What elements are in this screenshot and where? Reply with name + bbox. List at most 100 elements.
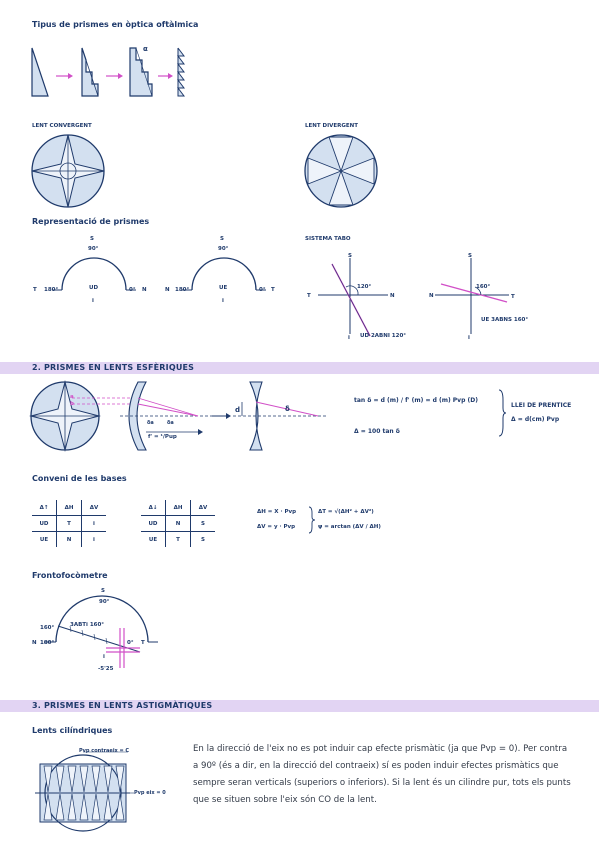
t2-h2: ΔV xyxy=(190,500,215,516)
ud-180: 180° xyxy=(44,287,59,293)
ud-0: 0° xyxy=(129,287,136,293)
pvp-axis-label: Pvp eix = 0 xyxy=(134,790,166,796)
t2-r0c2: S xyxy=(190,515,215,532)
tabo-ud-diagram xyxy=(318,258,388,337)
prentice-brace xyxy=(498,389,507,437)
fronto-0: 0° xyxy=(127,640,134,646)
section2-bar: 2. PRISMES EN LENTS ESFÈRIQUES xyxy=(0,362,599,374)
t2-r0c1: N xyxy=(165,515,191,532)
fronto-90: 90° xyxy=(99,599,110,605)
diverging-lens-label: LENT DIVERGENT xyxy=(305,123,359,129)
ud-t: T xyxy=(33,287,37,293)
diverging-lens-diagram xyxy=(304,134,378,208)
fronto-value: -5'25 xyxy=(98,666,114,672)
prentice-title: LLEI DE PRENTICE xyxy=(511,402,572,409)
t1-r1c2: i xyxy=(81,531,106,547)
delta-a-label: δa xyxy=(147,420,154,426)
cylindrical-title: Lents cilíndriques xyxy=(32,726,113,735)
bases-formula-total: ΔT = √(ΔH² + ΔV²) xyxy=(318,509,374,515)
spherical-lens-diagram xyxy=(29,380,328,452)
ue-i: i xyxy=(222,298,224,304)
point-a: a xyxy=(70,394,74,400)
t2-r1c2: S xyxy=(190,531,215,547)
ud-s: S xyxy=(90,236,94,242)
prism-types-diagram xyxy=(31,47,185,97)
formula-delta: Δ = 100 tan δ xyxy=(354,428,400,435)
fronto-i: i xyxy=(103,654,105,660)
t2-h0: Δ↓ xyxy=(141,500,166,516)
representation-title: Representació de prismes xyxy=(32,217,150,226)
tabo-ud-label: UD 2ABNI 120° xyxy=(360,333,407,339)
t2-r1c1: T xyxy=(165,531,191,547)
section2-title: 2. PRISMES EN LENTS ESFÈRIQUES xyxy=(32,363,195,372)
cylindrical-paragraph: En la direcció de l'eix no es pot induir… xyxy=(193,744,571,805)
t1-r0c0: UD xyxy=(32,515,57,532)
bases-formula-angle: ψ = arctan (ΔV / ΔH) xyxy=(318,524,381,530)
tabo-160: 160° xyxy=(476,284,491,290)
section3-bar: 3. PRISMES EN LENTS ASTIGMÀTIQUES xyxy=(0,700,599,712)
ud-center: UD xyxy=(89,285,99,291)
tabo-i1: i xyxy=(348,335,350,341)
tabo-s2: S xyxy=(468,253,472,259)
formula-tan: tan δ = d (m) / f' (m) = d (m) Pvp (D) xyxy=(354,397,478,404)
fronto-s: S xyxy=(101,588,105,594)
t1-r0c2: i xyxy=(81,515,106,532)
ud-diagram xyxy=(52,257,136,291)
bases-title: Conveni de les bases xyxy=(32,474,127,483)
ue-s: S xyxy=(220,236,224,242)
fronto-label: 3ABTi 160° xyxy=(70,622,105,628)
ue-t: T xyxy=(271,287,275,293)
cylindrical-lens-diagram xyxy=(35,751,134,832)
pvp-counter-label: Pvp contraeix = C xyxy=(79,748,130,754)
delta-label: δ xyxy=(285,405,290,413)
ud-n: N xyxy=(142,287,147,293)
ud-90: 90° xyxy=(88,246,99,252)
bases-formula-v: ΔV = y · Pvp xyxy=(257,524,296,530)
tabo-i2: i xyxy=(468,335,470,341)
bases-brace xyxy=(308,506,316,534)
ue-90: 90° xyxy=(218,246,229,252)
tabo-s1: S xyxy=(348,253,352,259)
fronto-n: N xyxy=(32,640,37,646)
prentice-formula: Δ = d(cm) Pvp xyxy=(511,416,560,423)
focal-label: f' = ¹/Pup xyxy=(148,434,177,440)
converging-lens-label: LENT CONVERGENT xyxy=(32,123,92,129)
t1-h2: ΔV xyxy=(81,500,106,516)
frontofocometre-diagram xyxy=(44,595,158,668)
prism-types-title: Tipus de prismes en òptica oftàlmica xyxy=(32,20,199,29)
bases-formula-h: ΔH = X · Pvp xyxy=(257,509,297,515)
t1-r1c0: UE xyxy=(32,531,57,547)
section3-title: 3. PRISMES EN LENTS ASTIGMÀTIQUES xyxy=(32,701,213,710)
ue-center: UE xyxy=(219,285,228,291)
tabo-n2: N xyxy=(429,293,434,299)
tabo-title: SISTEMA TABO xyxy=(305,236,351,242)
t1-h1: ΔH xyxy=(56,500,82,516)
tabo-120: 120° xyxy=(357,284,372,290)
ud-i: i xyxy=(92,298,94,304)
delta-b-label: δa xyxy=(167,420,174,426)
ue-n: N xyxy=(165,287,170,293)
fronto-180: 180° xyxy=(40,640,55,646)
tabo-t2: T xyxy=(511,294,515,300)
fronto-t: T xyxy=(141,640,145,646)
d-label: d xyxy=(235,406,241,414)
t2-r1c0: UE xyxy=(141,531,166,547)
ue-180: 180° xyxy=(175,287,190,293)
alpha-label: α xyxy=(143,45,148,53)
t1-r1c1: N xyxy=(56,531,82,547)
tabo-ue-diagram xyxy=(435,258,509,334)
t1-r0c1: T xyxy=(56,515,82,532)
point-b: b xyxy=(70,401,74,407)
fronto-160: 160° xyxy=(40,625,55,631)
t1-h0: Δ↑ xyxy=(32,500,57,516)
t2-h1: ΔH xyxy=(165,500,191,516)
t2-r0c0: UD xyxy=(141,515,166,532)
ue-0: 0° xyxy=(259,287,266,293)
tabo-n1: N xyxy=(390,293,395,299)
tabo-t1: T xyxy=(307,293,311,299)
frontofocometre-title: Frontofocòmetre xyxy=(32,571,108,580)
ue-diagram xyxy=(182,257,266,291)
converging-lens-diagram xyxy=(31,134,105,208)
tabo-ue-label: UE 3ABNS 160° xyxy=(481,317,529,323)
